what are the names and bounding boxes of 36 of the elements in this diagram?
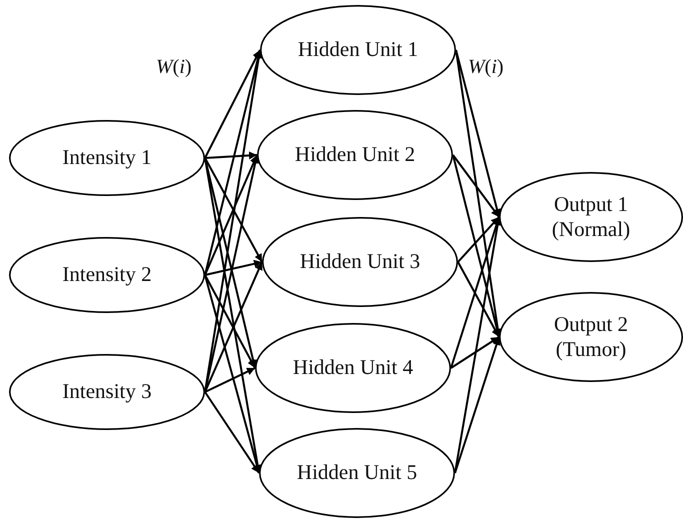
node-label: Output 1 (Normal) (550, 192, 632, 242)
arrow (457, 262, 500, 338)
weight-label: W(i) (468, 56, 504, 79)
ellipse-node (260, 5, 456, 95)
ellipse-node (9, 120, 205, 196)
node-label: Output 2 (Tumor) (552, 312, 630, 362)
ellipse-node (499, 292, 683, 382)
arrow (204, 50, 261, 158)
arrow (204, 262, 263, 392)
node-label: Hidden Unit 4 (292, 355, 414, 381)
ellipse-node (259, 428, 455, 518)
arrow (204, 367, 256, 393)
ellipse-node (9, 237, 205, 313)
ellipse-node (255, 323, 451, 413)
node-label: Intensity 2 (61, 262, 153, 288)
ellipse-node (262, 217, 458, 307)
node-label: Hidden Unit 2 (294, 142, 416, 168)
node-label: Hidden Unit 1 (296, 37, 420, 63)
node-label: Intensity 1 (61, 145, 153, 171)
node-label: Intensity 3 (61, 379, 153, 405)
arrow (457, 216, 500, 263)
arrow (204, 274, 256, 368)
arrow (204, 391, 260, 474)
arrow (204, 260, 262, 276)
ellipse-node (9, 354, 205, 430)
arrow (204, 151, 258, 160)
ellipse-node (257, 110, 453, 200)
node-label: Hidden Unit 5 (296, 460, 418, 486)
weight-label: W(i) (156, 56, 192, 79)
arrow (452, 154, 500, 218)
arrow (454, 336, 500, 474)
node-label: Hidden Unit 3 (298, 249, 422, 275)
ellipse-node (499, 172, 683, 262)
arrow (450, 336, 500, 369)
arrow (204, 154, 258, 276)
arrow (204, 158, 263, 262)
